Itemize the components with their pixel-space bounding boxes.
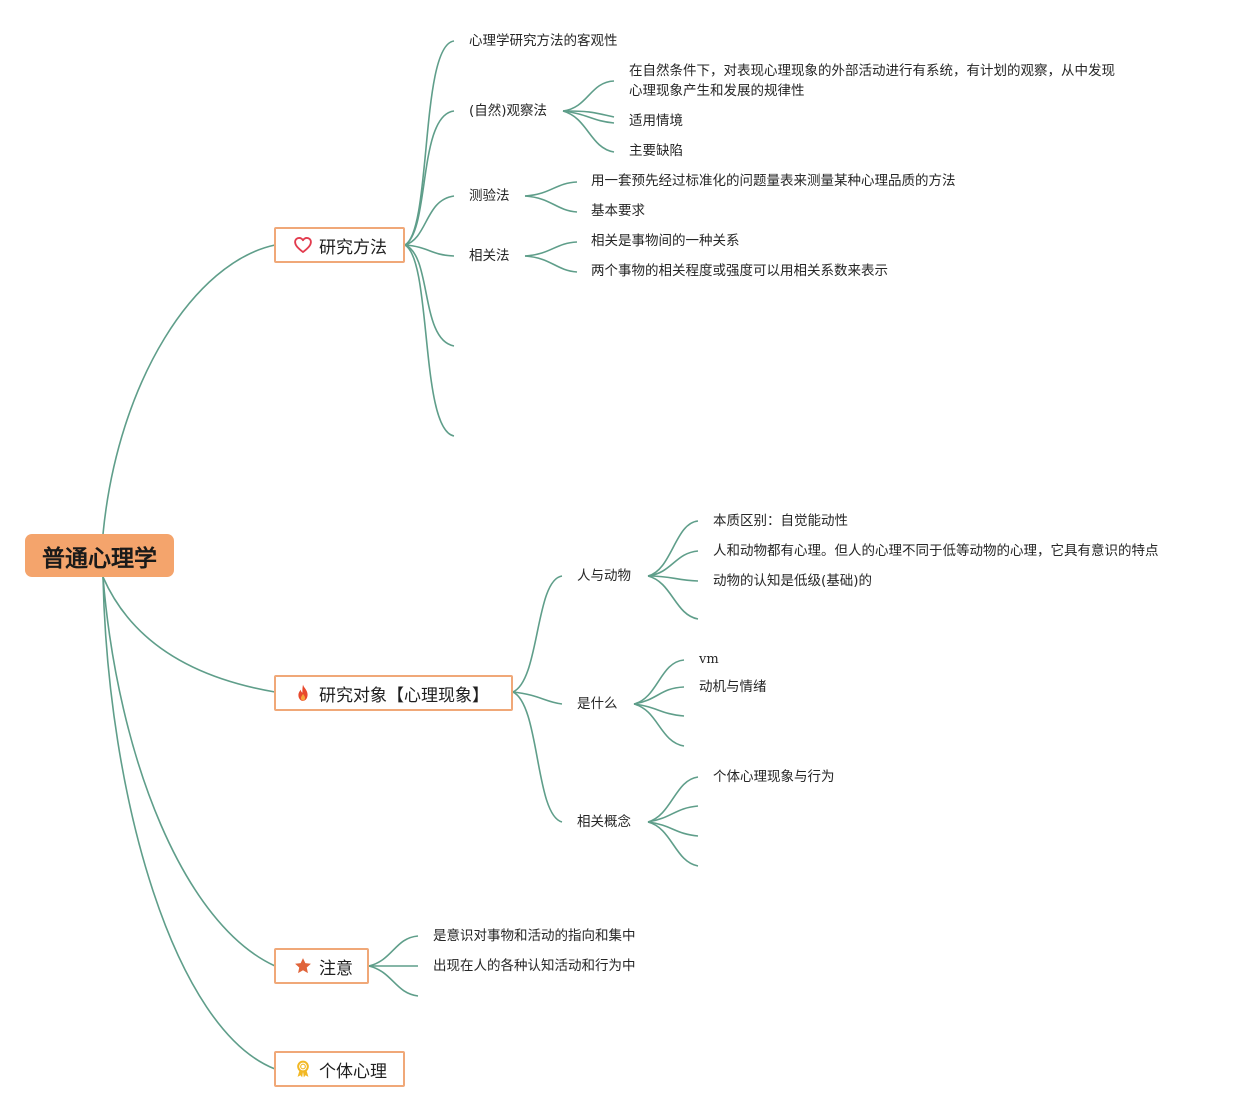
topic-motivation-emotion[interactable]: 动机与情绪 [699,679,767,695]
heart-outline-icon [293,235,313,255]
edge-observation-definition [562,80,615,112]
edge-methods-empty-1 [404,244,455,347]
topic-method-objectivity[interactable]: 心理学研究方法的客观性 [469,33,618,49]
topic-vm[interactable]: vm [699,652,719,667]
edge-concepts-empty-3 [647,821,699,867]
edge-object-what [512,691,563,705]
edge-observation-scenarios [562,110,615,124]
topic-essential-difference[interactable]: 本质区别：自觉能动性 [713,513,848,529]
edge-methods-observation [404,110,455,246]
edge-attention-definition [368,935,419,967]
edge-correlation-coefficient [524,255,578,273]
topic-correlation-coefficient[interactable]: 两个事物的相关程度或强度可以用相关系数来表示 [591,263,888,279]
topic-consciousness-feature[interactable]: 人和动物都有心理。但人的心理不同于低等动物的心理，它具有意识的特点 [713,543,1159,559]
topic-test-definition[interactable]: 用一套预先经过标准化的问题量表来测量某种心理品质的方法 [591,173,956,189]
topic-related-concepts[interactable]: 相关概念 [577,814,631,830]
topic-animal-cognition[interactable]: 动物的认知是低级(基础)的 [713,573,873,589]
topic-test-requirements[interactable]: 基本要求 [591,203,645,219]
edge-observation-definition-2 [562,110,615,118]
award-ribbon-icon [293,1059,313,1079]
edge-methods-empty-2 [404,244,455,437]
edge-methods-test [404,195,455,246]
edge-root-object [102,576,276,693]
edge-object-human-animal [512,575,563,693]
edge-test-requirements [524,195,578,213]
edge-root-individual [102,576,276,1070]
branch-label: 研究对象【心理现象】 [319,685,489,706]
edge-test-definition [524,181,578,197]
topic-attention-presence[interactable]: 出现在人的各种认知活动和行为中 [433,958,636,974]
edge-methods-correlation [404,244,455,257]
star-icon [293,956,313,976]
topic-observation-method[interactable]: (自然)观察法 [469,103,548,119]
edge-root-attention [102,576,276,967]
edge-root-methods [102,244,276,535]
topic-correlation-definition[interactable]: 相关是事物间的一种关系 [591,233,740,249]
topic-what-is[interactable]: 是什么 [577,696,618,712]
edge-what-motivation [633,686,685,705]
edge-observation-drawbacks [562,110,615,153]
edge-human-consciousness [647,550,699,577]
flame-icon [293,683,313,703]
edge-correlation-definition [524,241,578,257]
branch-attention[interactable]: 注意 [274,948,369,984]
branch-label: 个体心理 [319,1061,387,1082]
edge-attention-empty [368,965,419,997]
topic-observation-scenarios[interactable]: 适用情境 [629,113,683,129]
edge-concepts-empty-1 [647,805,699,823]
topic-individual-phenomena[interactable]: 个体心理现象与行为 [713,769,835,785]
topic-human-animal[interactable]: 人与动物 [577,568,631,584]
branch-individual-psychology[interactable]: 个体心理 [274,1051,405,1087]
edge-concepts-individual [647,776,699,823]
topic-correlation-method[interactable]: 相关法 [469,248,510,264]
edge-what-empty-2 [633,703,685,747]
branch-research-methods[interactable]: 研究方法 [274,227,405,263]
edge-human-cognition [647,575,699,582]
edge-concepts-empty-2 [647,821,699,837]
topic-attention-definition[interactable]: 是意识对事物和活动的指向和集中 [433,928,636,944]
topic-observation-drawbacks[interactable]: 主要缺陷 [629,143,683,159]
branch-research-object[interactable]: 研究对象【心理现象】 [274,675,513,711]
edge-human-essence [647,520,699,577]
edge-human-empty [647,575,699,620]
branch-label: 研究方法 [319,237,387,258]
edge-object-concepts [512,691,563,823]
topic-observation-definition[interactable]: 在自然条件下，对表现心理现象的外部活动进行有系统，有计划的观察，从中发现心理现象… [629,63,1115,99]
topic-test-method[interactable]: 测验法 [469,188,510,204]
root-topic[interactable]: 普通心理学 [25,534,174,577]
branch-label: 注意 [319,958,353,979]
edge-what-empty-1 [633,703,685,717]
edge-what-vm [633,659,685,705]
